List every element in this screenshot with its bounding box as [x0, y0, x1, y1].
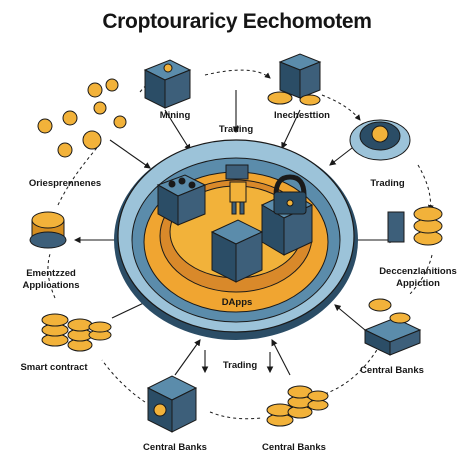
- diagram-title: Croptouraricy Eechomotem: [102, 10, 372, 33]
- label-trading-top: Trading: [218, 124, 254, 135]
- smart-contract-coins: [41, 313, 112, 352]
- label-central-banks-right: Central Banks: [360, 365, 424, 376]
- label-mining: Mining: [159, 110, 191, 121]
- hub-connectors: [73, 90, 397, 376]
- hub-robot-icon: [225, 164, 249, 215]
- coin-stack-icon: [29, 211, 67, 249]
- label-oriesprennenes: Oriesprennenes: [28, 178, 102, 189]
- server-icon: [267, 53, 322, 106]
- hub-center-block: [210, 219, 264, 283]
- mining-block-icon: [143, 59, 192, 109]
- label-trading-bottom: Trading: [222, 360, 258, 371]
- hub-lock-block: [260, 174, 314, 256]
- label-applications: Applications: [22, 280, 80, 291]
- label-central-banks-bottom-center: Central Banks: [262, 442, 326, 453]
- label-dapps: DApps: [221, 297, 253, 308]
- coin-stack-right-icon: [387, 206, 443, 246]
- vault-icon: [349, 119, 411, 161]
- label-deccenzlanitions: Deccenzlanitions: [379, 266, 457, 277]
- label-ementzzed: Ementzzed: [26, 268, 76, 279]
- label-smart-contract: Smart contract: [20, 362, 88, 373]
- hub-block-left: [156, 174, 207, 226]
- gear-coin-icon: [37, 78, 127, 158]
- label-appiction: Appiction: [396, 278, 440, 289]
- central-bank-right-icon: [363, 298, 422, 356]
- central-bank-block-icon: [146, 375, 198, 433]
- label-inechestion: Inechesttion: [274, 110, 330, 121]
- label-central-banks-bottom-left: Central Banks: [143, 442, 207, 453]
- label-trading-right: Trading: [370, 178, 405, 189]
- central-bank-coins-icon: [266, 385, 329, 427]
